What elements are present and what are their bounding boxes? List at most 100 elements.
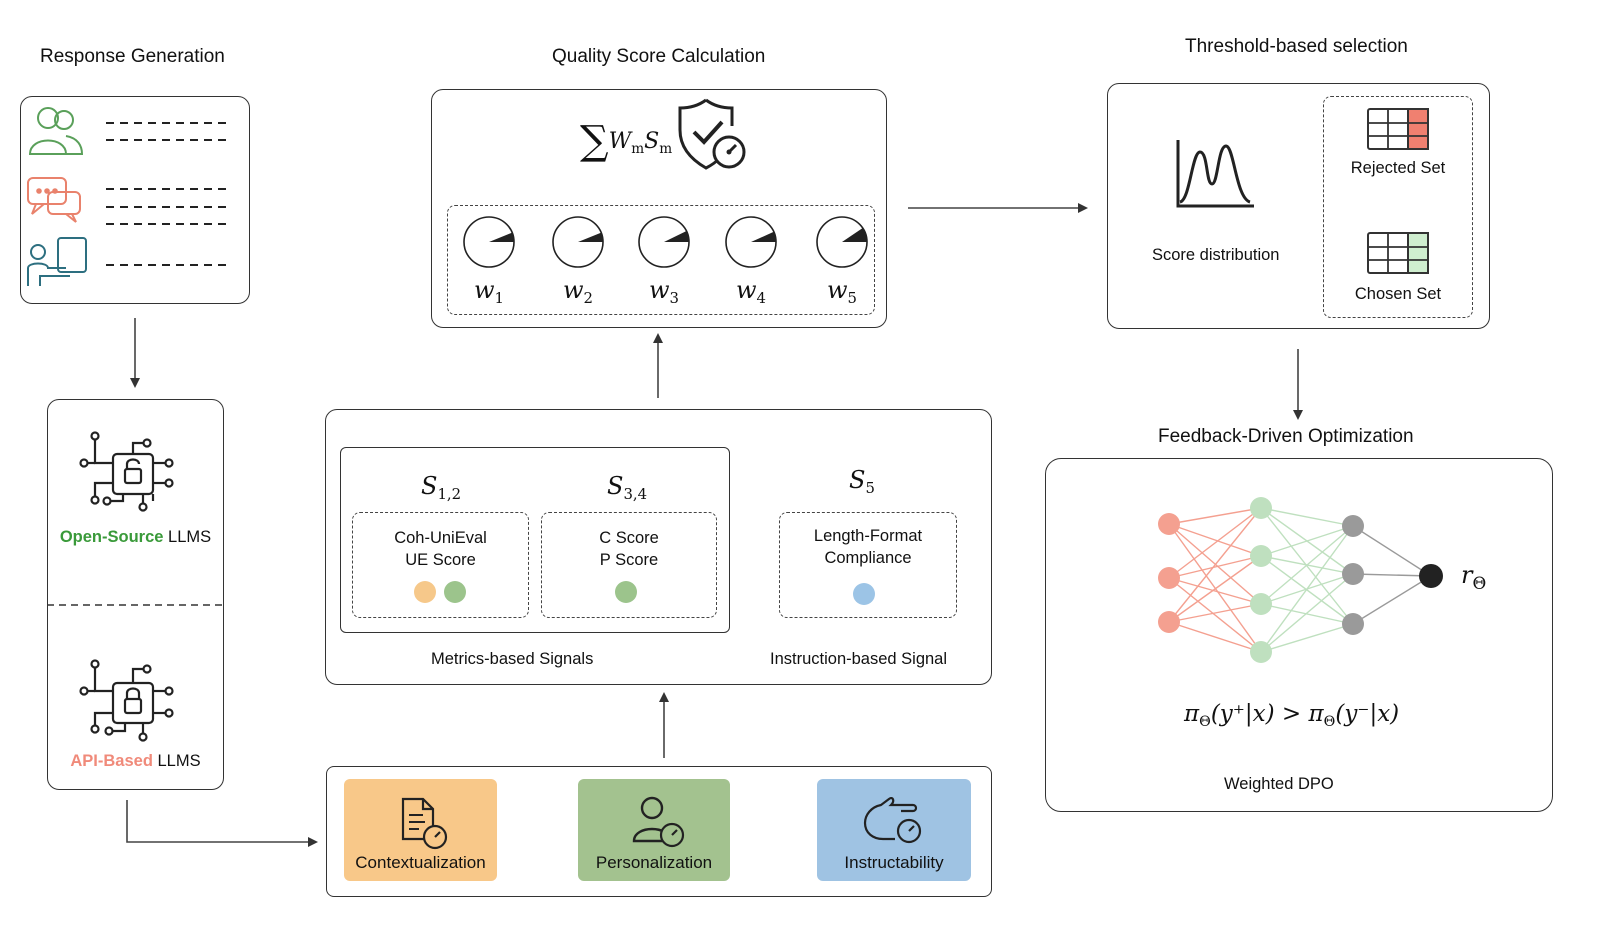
nn-edge xyxy=(1168,577,1262,653)
rejected-set-label: Rejected Set xyxy=(1350,159,1446,177)
weight-label-5: w5 xyxy=(827,276,858,308)
weight-label-2: w2 xyxy=(563,276,594,308)
nn-edge xyxy=(1168,603,1262,623)
weight-label-3: w3 xyxy=(649,276,680,308)
s34-label: S3,4 xyxy=(607,472,648,504)
nn-edge xyxy=(1260,525,1354,557)
weight-gauge-1 xyxy=(463,216,515,268)
feedback-box: rΘ πΘ(y⁺|x) > πΘ(y⁻|x) Weighted DPO xyxy=(1045,458,1553,812)
nn-edge xyxy=(1260,507,1354,527)
llms-box: Open-Source LLMS API-Based LLMS xyxy=(47,399,224,790)
arrow-llms-to-dimensions xyxy=(126,800,318,847)
nn-node-layer-1 xyxy=(1158,513,1180,535)
instructability-label: Instructability xyxy=(844,853,944,872)
weight-gauge-4 xyxy=(725,216,777,268)
nn-node-layer-3 xyxy=(1342,515,1364,537)
nn-node-layer-1 xyxy=(1158,611,1180,633)
nn-node-layer-2 xyxy=(1250,497,1272,519)
nn-edge xyxy=(1260,603,1354,625)
shield-check-icon xyxy=(678,98,746,170)
score-distribution-label: Score distribution xyxy=(1152,246,1280,264)
api-based-suffix: LLMS xyxy=(152,752,201,770)
nn-node-layer-1 xyxy=(1158,567,1180,589)
nn-node-layer-3 xyxy=(1342,613,1364,635)
nn-node-layer-2 xyxy=(1250,545,1272,567)
c-p-score-box: C Score P Score xyxy=(541,512,717,618)
green-dot xyxy=(615,581,637,603)
users-icon xyxy=(28,107,84,155)
nn-edge xyxy=(1260,525,1354,605)
p-score-label: P Score xyxy=(599,551,659,569)
nn-edge xyxy=(1168,507,1262,579)
personalization-label: Personalization xyxy=(595,853,713,872)
chat-bubbles-icon xyxy=(27,177,81,223)
chosen-table-icon xyxy=(1367,232,1429,274)
api-based-llms-label: API-Based LLMS xyxy=(48,752,223,771)
weighted-dpo-label: Weighted DPO xyxy=(1224,775,1334,793)
circuit-lock-icon xyxy=(79,659,174,742)
sets-dashed-box: Rejected Set Chosen Set xyxy=(1323,96,1473,318)
weight-label-1: w1 xyxy=(474,276,505,308)
blue-dot xyxy=(853,583,875,605)
open-source-highlight: Open-Source xyxy=(59,528,164,546)
green-dot xyxy=(444,581,466,603)
nn-node-layer-2 xyxy=(1250,593,1272,615)
weights-dashed-box xyxy=(447,205,875,315)
response-generation-box xyxy=(20,96,250,304)
quality-score-title: Quality Score Calculation xyxy=(552,46,766,67)
hand-gauge-icon xyxy=(863,797,922,844)
document-gauge-icon xyxy=(401,797,448,850)
response-generation-title: Response Generation xyxy=(40,46,225,67)
weighted-sum-formula: ∑WmSm xyxy=(580,118,673,164)
nn-node-layer-4 xyxy=(1419,564,1443,588)
nn-edge xyxy=(1352,525,1432,577)
metrics-signals-box: S1,2 S3,4 Coh-UniEval UE Score C Score P… xyxy=(340,447,730,633)
instructability-card: Instructability xyxy=(817,779,971,881)
nn-edge xyxy=(1168,507,1262,623)
length-format-label: Length-Format xyxy=(813,527,923,545)
r-theta-label: rΘ xyxy=(1461,561,1487,593)
nn-node-layer-2 xyxy=(1250,641,1272,663)
dimensions-box: Contextualization Personalization Instru… xyxy=(326,766,992,897)
nn-edge xyxy=(1352,573,1432,577)
rejected-table-icon xyxy=(1367,108,1429,150)
nn-edge xyxy=(1168,523,1262,557)
presenter-icon xyxy=(27,237,87,286)
nn-edge xyxy=(1168,507,1262,525)
nn-edge xyxy=(1168,577,1262,605)
chosen-set-label: Chosen Set xyxy=(1354,285,1442,303)
coh-unieval-box: Coh-UniEval UE Score xyxy=(352,512,529,618)
s5-label: S5 xyxy=(849,466,875,498)
contextualization-card: Contextualization xyxy=(344,779,497,881)
nn-edge xyxy=(1260,573,1354,653)
s12-label: S1,2 xyxy=(421,472,462,504)
instruction-based-label: Instruction-based Signal xyxy=(770,650,948,668)
nn-edge xyxy=(1168,555,1262,579)
orange-dot xyxy=(414,581,436,603)
open-source-llms-label: Open-Source LLMS xyxy=(48,528,223,547)
nn-edge xyxy=(1260,623,1354,653)
ue-score-label: UE Score xyxy=(405,551,476,569)
threshold-box: Score distribution Rejected Set Chosen S… xyxy=(1107,83,1490,329)
contextualization-label: Contextualization xyxy=(355,853,486,872)
bimodal-chart-icon xyxy=(1176,140,1254,208)
circuit-unlock-icon xyxy=(79,431,174,512)
nn-edge xyxy=(1168,621,1262,653)
dpo-inequality: πΘ(y⁺|x) > πΘ(y⁻|x) xyxy=(1184,701,1400,730)
person-gauge-icon xyxy=(632,796,685,848)
weight-gauge-3 xyxy=(638,216,690,268)
nn-edge xyxy=(1352,575,1432,625)
c-score-label: C Score xyxy=(599,529,659,547)
nn-edge xyxy=(1260,525,1354,653)
length-format-box: Length-Format Compliance xyxy=(779,512,957,618)
api-based-highlight: API-Based xyxy=(70,752,153,770)
weight-gauge-2 xyxy=(552,216,604,268)
signals-box: S1,2 S3,4 Coh-UniEval UE Score C Score P… xyxy=(325,409,992,685)
personalization-card: Personalization xyxy=(578,779,730,881)
nn-edge xyxy=(1168,523,1262,653)
metrics-based-label: Metrics-based Signals xyxy=(431,650,594,668)
weight-gauge-5 xyxy=(816,216,868,268)
threshold-title: Threshold-based selection xyxy=(1185,36,1408,57)
